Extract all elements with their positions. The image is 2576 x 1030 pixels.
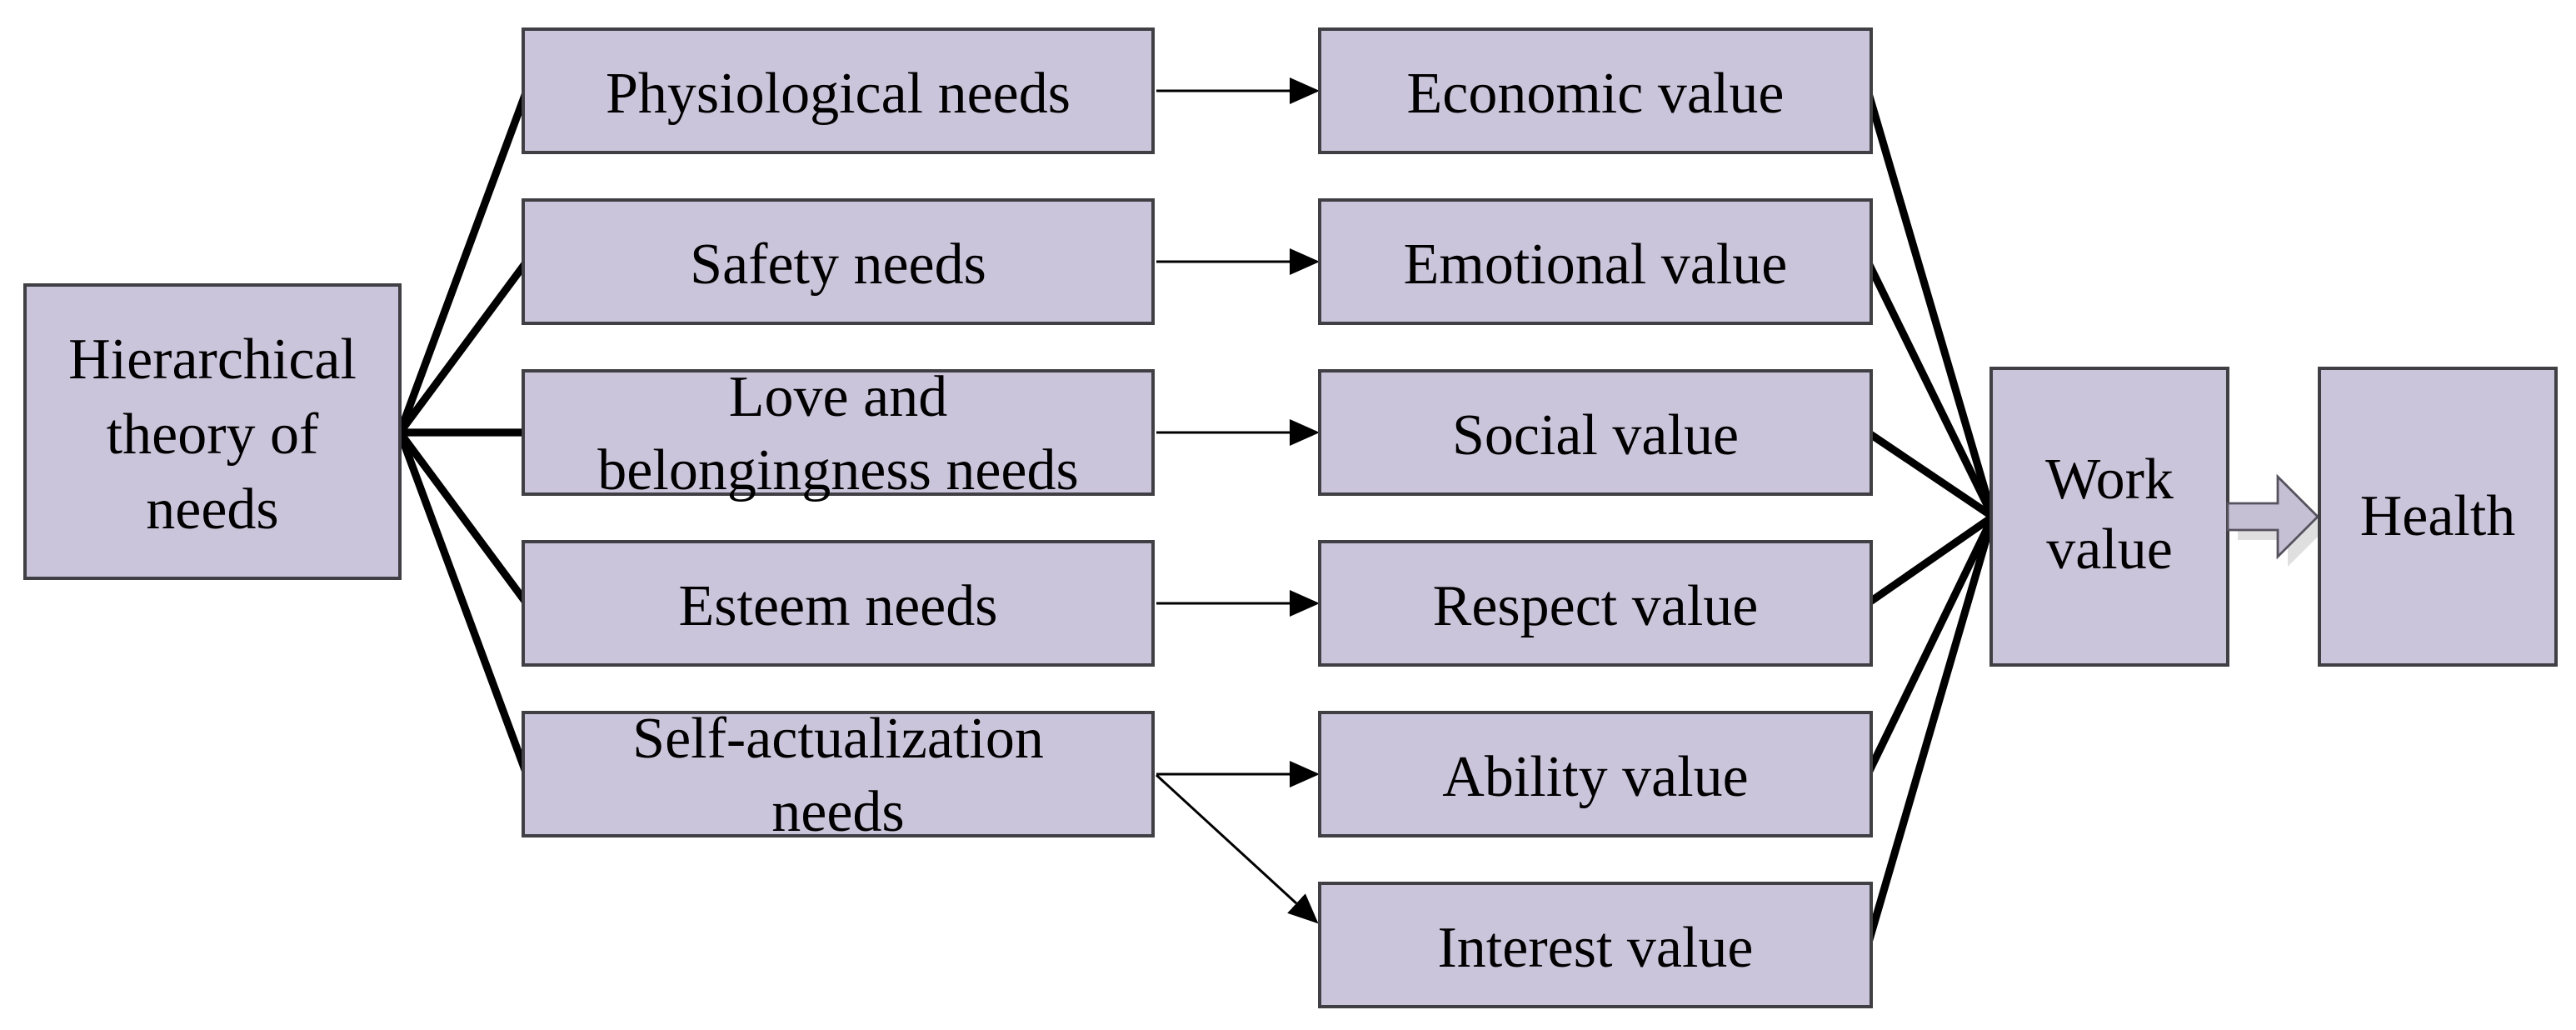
source-to-needs-connectors	[396, 87, 531, 778]
connector-source-safety	[396, 258, 531, 437]
esteem-needs-label: Esteem needs	[679, 574, 998, 638]
connector-economic-work	[1864, 87, 1997, 521]
emotional-value-label: Emotional value	[1404, 232, 1788, 297]
esteem-needs-box	[522, 540, 1155, 667]
work-to-health-block-arrow	[2226, 473, 2328, 567]
hierarchical-theory-label-line2: theory of	[107, 402, 319, 467]
connector-source-selfactualization	[396, 428, 531, 778]
work-value-label-line2: value	[2046, 518, 2173, 582]
respect-value-box	[1318, 540, 1873, 667]
node-love-belongingness-needs: Love and belongingness needs	[522, 365, 1155, 502]
economic-value-label: Economic value	[1407, 62, 1785, 126]
safety-needs-box	[522, 198, 1155, 325]
self-actualization-needs-box	[522, 711, 1155, 838]
physiological-needs-label: Physiological needs	[606, 62, 1071, 126]
interest-value-box	[1318, 882, 1873, 1008]
economic-value-box	[1318, 28, 1873, 154]
node-emotional-value: Emotional value	[1318, 198, 1873, 325]
work-value-box	[1989, 367, 2229, 667]
self-actualization-label-line1: Self-actualization	[632, 707, 1044, 771]
values-to-work-connectors	[1864, 87, 1997, 949]
emotional-value-box	[1318, 198, 1873, 325]
health-label: Health	[2360, 484, 2516, 548]
connector-ability-work	[1864, 512, 1997, 778]
connector-source-physiological	[396, 87, 531, 437]
connector-emotional-work	[1864, 258, 1997, 521]
node-safety-needs: Safety needs	[522, 198, 1155, 325]
node-esteem-needs: Esteem needs	[522, 540, 1155, 667]
node-social-value: Social value	[1318, 369, 1873, 496]
love-belongingness-needs-box	[522, 369, 1155, 496]
needs-to-values-arrows	[1155, 78, 1320, 924]
node-respect-value: Respect value	[1318, 540, 1873, 667]
love-belongingness-label-line2: belongingness needs	[597, 438, 1078, 502]
safety-needs-label: Safety needs	[690, 232, 986, 297]
social-value-box	[1318, 369, 1873, 496]
hierarchical-theory-box	[23, 283, 402, 580]
ability-value-box	[1318, 711, 1873, 838]
node-hierarchical-theory-of-needs: Hierarchical theory of needs	[23, 283, 402, 580]
node-ability-value: Ability value	[1318, 711, 1873, 838]
node-self-actualization-needs: Self-actualization needs	[522, 707, 1155, 844]
interest-value-label: Interest value	[1438, 916, 1754, 980]
physiological-needs-box	[522, 28, 1155, 154]
connector-social-work	[1864, 428, 1997, 521]
self-actualization-label-line2: needs	[771, 780, 904, 844]
node-work-value: Work value	[1989, 367, 2229, 667]
connector-source-esteem	[396, 428, 531, 608]
social-value-label: Social value	[1452, 403, 1739, 468]
node-health: Health	[2318, 367, 2558, 667]
health-box	[2318, 367, 2558, 667]
block-arrow-icon	[2226, 473, 2319, 560]
work-value-label-line1: Work	[2045, 448, 2174, 512]
love-belongingness-label-line1: Love and	[729, 365, 947, 429]
node-physiological-needs: Physiological needs	[522, 28, 1155, 154]
connector-interest-work	[1864, 512, 1997, 949]
node-interest-value: Interest value	[1318, 882, 1873, 1008]
respect-value-label: Respect value	[1433, 574, 1759, 638]
hierarchical-theory-label-line1: Hierarchical	[68, 328, 357, 392]
arrow-selfactualization-interest	[1155, 773, 1319, 924]
connector-respect-work	[1864, 512, 1997, 608]
node-economic-value: Economic value	[1318, 28, 1873, 154]
hierarchical-theory-label-line3: needs	[146, 478, 278, 542]
ability-value-label: Ability value	[1442, 745, 1748, 809]
